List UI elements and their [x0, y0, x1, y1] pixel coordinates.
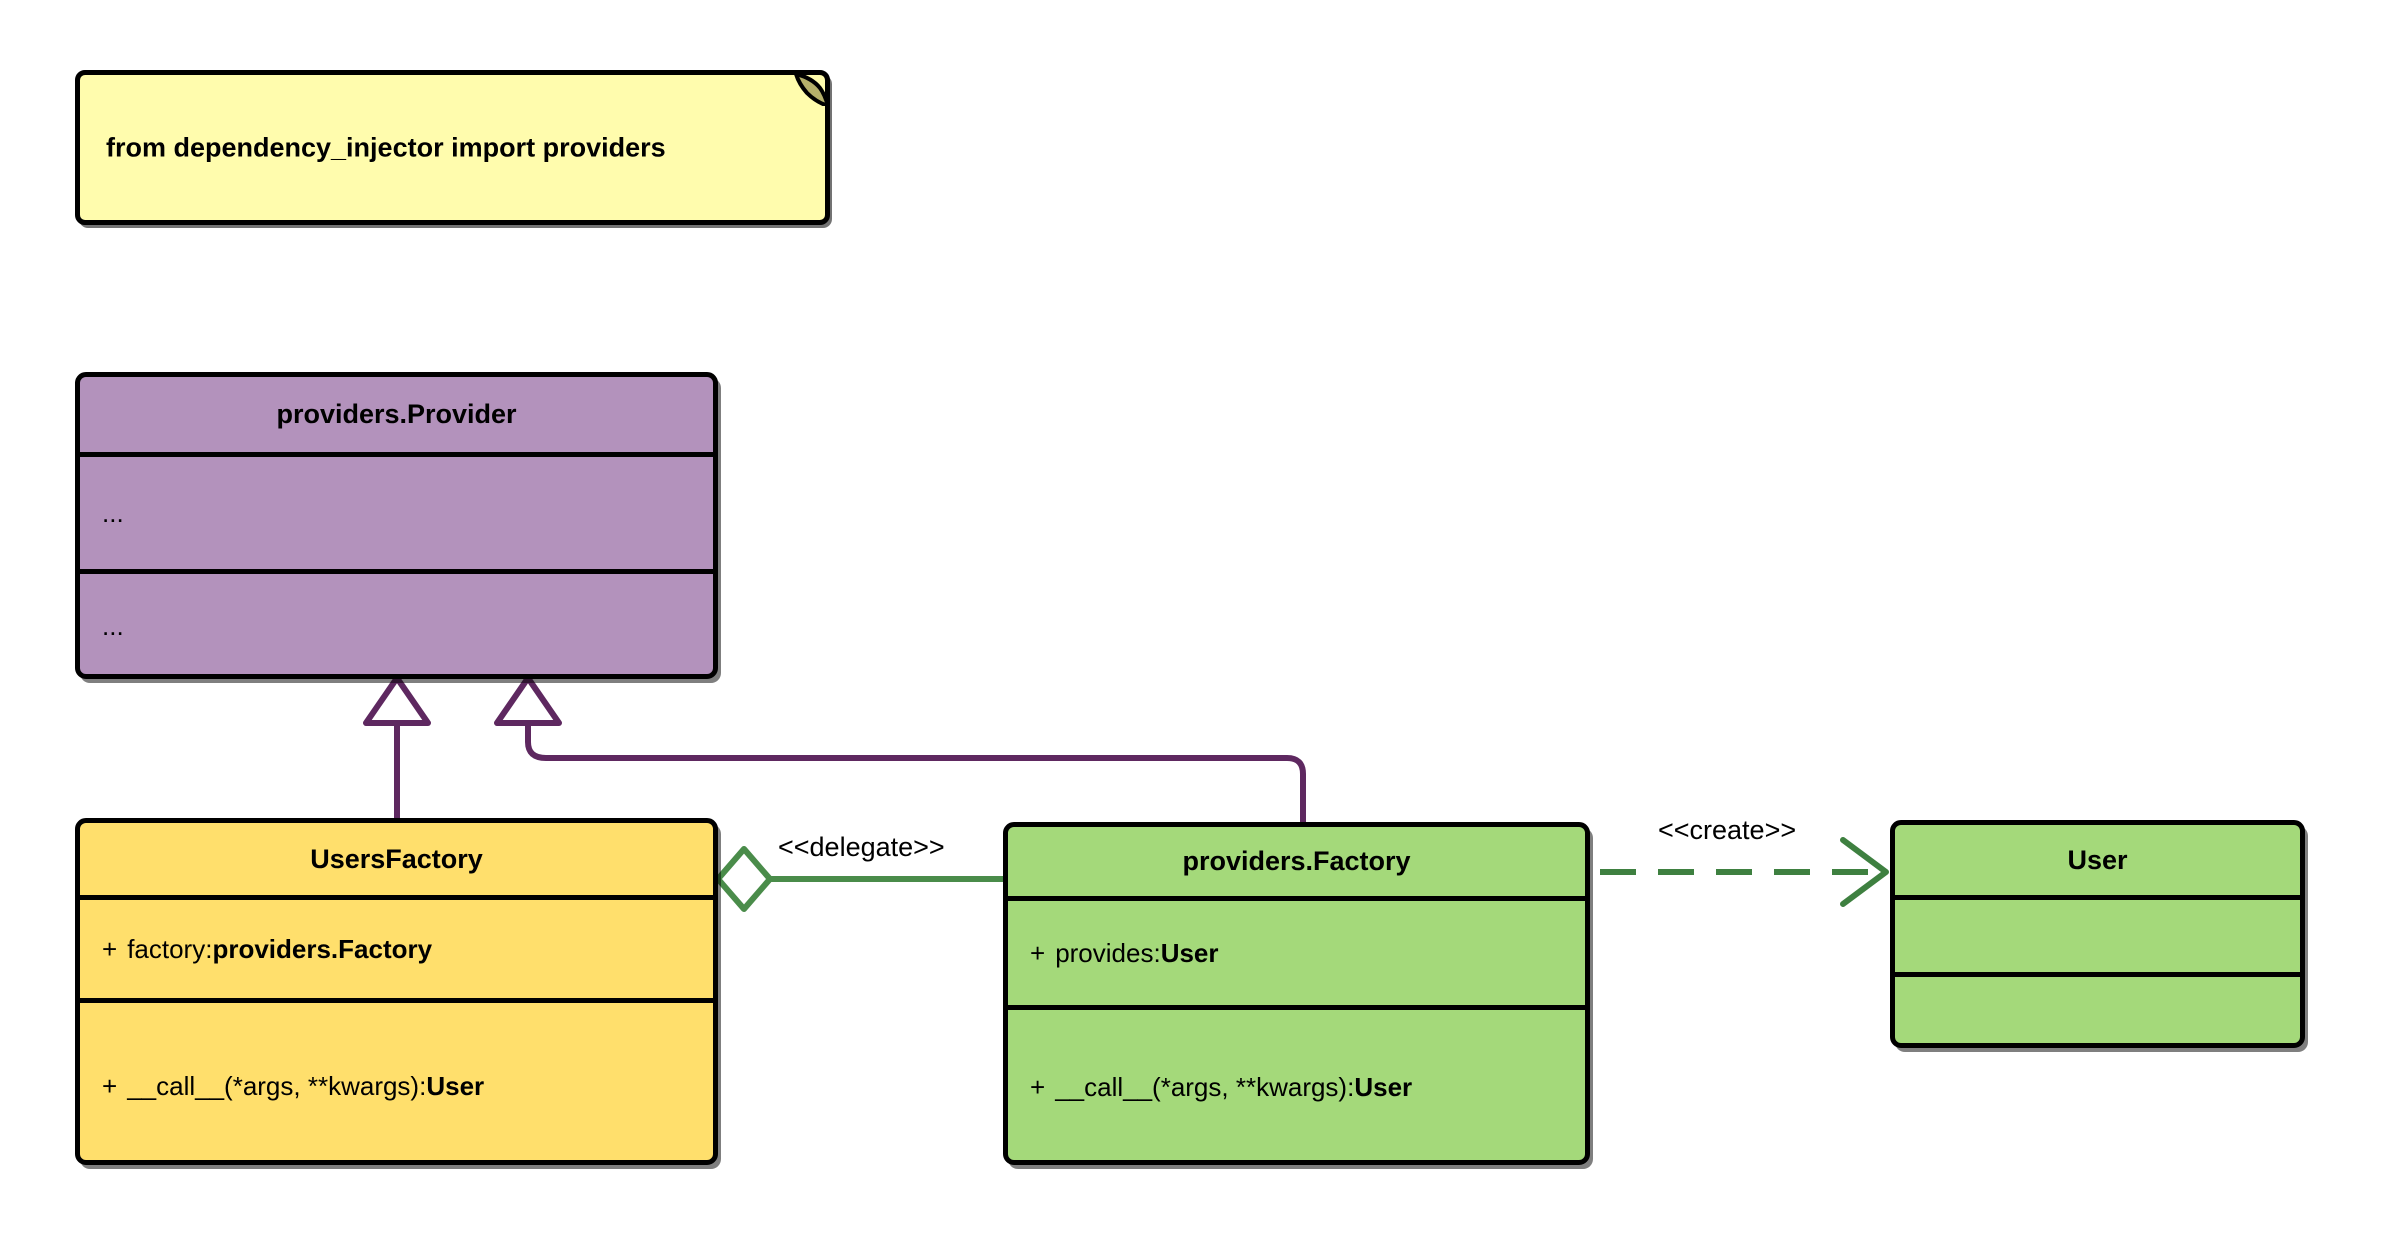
class-method-row-call: + __call__(*args, **kwargs): User	[80, 1003, 713, 1160]
class-attribute-row-factory: + factory: providers.Factory	[80, 900, 713, 998]
generalization-usersfactory-to-provider	[363, 675, 431, 835]
generalization-providersfactory-to-provider	[494, 675, 1306, 822]
note-fold-corner-icon	[794, 72, 828, 106]
visibility-marker: +	[1030, 937, 1046, 968]
class-box-providers-factory[interactable]: providers.Factory + provides: User + __c…	[1003, 822, 1590, 1165]
visibility-marker: +	[102, 1071, 118, 1101]
compartment-divider	[1895, 895, 2300, 900]
compartment-divider	[1008, 1005, 1585, 1010]
visibility-marker: +	[1030, 1072, 1046, 1102]
class-title-providers-factory: providers.Factory	[1182, 846, 1411, 876]
attribute-name: provides:	[1055, 937, 1161, 968]
method-signature: __call__(*args, **kwargs):	[127, 1071, 427, 1101]
note-import-statement: from dependency_injector import provider…	[75, 70, 830, 225]
attribute-name: factory:	[127, 933, 213, 964]
dependency-providersfactory-creates-user	[1600, 837, 1889, 907]
compartment-divider	[80, 895, 713, 900]
visibility-marker: +	[102, 933, 118, 964]
compartment-divider	[1008, 896, 1585, 901]
class-title-providers-provider: providers.Provider	[276, 399, 517, 429]
class-box-users-factory[interactable]: UsersFactory + factory: providers.Factor…	[75, 818, 718, 1165]
class-methods-user	[1895, 977, 2300, 1043]
label-delegate: <<delegate>>	[778, 832, 945, 862]
method-return-type: User	[426, 1071, 485, 1101]
attribute-type: User	[1160, 937, 1219, 968]
method-return-type: User	[1354, 1072, 1413, 1102]
class-title-users-factory: UsersFactory	[310, 843, 483, 874]
compartment-divider	[80, 452, 713, 457]
class-attribute-row-provides: + provides: User	[1008, 901, 1585, 1005]
class-box-providers-provider[interactable]: providers.Provider ... ...	[75, 372, 718, 679]
class-method-row-call: + __call__(*args, **kwargs): User	[1008, 1010, 1585, 1160]
class-attributes-providers-provider: ...	[102, 497, 124, 528]
compartment-divider	[1895, 972, 2300, 977]
class-attributes-user	[1895, 900, 2300, 972]
method-signature: __call__(*args, **kwargs):	[1055, 1072, 1355, 1102]
attribute-type: providers.Factory	[212, 933, 433, 964]
note-text: from dependency_injector import provider…	[106, 132, 666, 162]
class-methods-providers-provider: ...	[102, 611, 124, 641]
class-box-user[interactable]: User	[1890, 820, 2305, 1048]
label-create: <<create>>	[1658, 815, 1797, 845]
class-title-user: User	[2067, 844, 2128, 875]
compartment-divider	[80, 569, 713, 574]
compartment-divider	[80, 998, 713, 1003]
